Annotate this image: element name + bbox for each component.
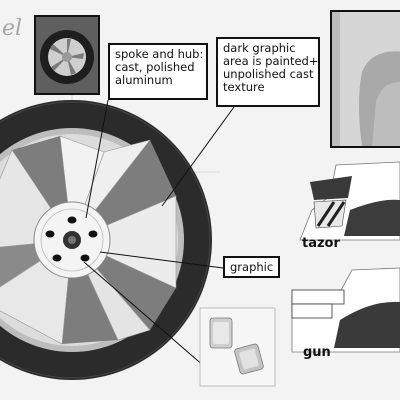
leader-line-dark-graphic — [161, 106, 235, 207]
tazor-stripe — [316, 201, 336, 227]
lug-nut-hole — [80, 254, 90, 262]
callout-spoke-hub: spoke and hub: cast, polished aluminum — [108, 43, 208, 100]
cast-texture-photo — [330, 10, 400, 148]
callout-line: spoke and hub: — [115, 47, 204, 61]
lug-nut-hole — [52, 254, 62, 262]
tazor-tire-section — [344, 199, 400, 236]
cast-texture-drawing — [332, 12, 400, 146]
callout-line: graphic — [230, 260, 274, 274]
gun-tire-section — [334, 301, 400, 348]
variant-label-tazor: tazor — [302, 236, 340, 251]
gun-barrel-bottom — [291, 303, 333, 319]
callout-line: unpolished cast — [223, 67, 314, 81]
leader-line-spoke — [85, 99, 109, 219]
tire-edge — [0, 101, 211, 379]
script-heading: el — [2, 16, 23, 41]
center-cap-inner — [68, 236, 76, 244]
callout-line: area is painted+ — [223, 54, 319, 68]
callout-line: dark graphic — [223, 41, 296, 55]
spoke — [71, 195, 177, 289]
callout-graphic: graphic — [223, 256, 280, 278]
callout-line: texture — [223, 80, 265, 94]
lug-nut-hole — [88, 230, 98, 238]
tazor-dark-panel — [310, 176, 352, 200]
reference-wheel-drawing — [36, 17, 98, 93]
gun-barrel-top — [291, 289, 345, 305]
callout-dark-graphic: dark graphic area is painted+ unpolished… — [216, 37, 320, 107]
callout-line: aluminum — [115, 73, 173, 87]
callout-line: cast, polished — [115, 60, 195, 74]
lug-nut-1-highlight — [213, 322, 229, 344]
lug-nut-2-highlight — [239, 348, 259, 370]
variant-label-gun: gun — [303, 345, 331, 360]
leader-line-lug-nut — [83, 261, 221, 381]
reference-wheel-photo — [34, 15, 100, 95]
lug-nut-hole — [67, 216, 77, 224]
leader-line-graphic — [99, 251, 224, 269]
hub-ring — [40, 208, 104, 272]
tazor-stripe — [326, 201, 346, 227]
lug-nut-hole — [45, 230, 55, 238]
